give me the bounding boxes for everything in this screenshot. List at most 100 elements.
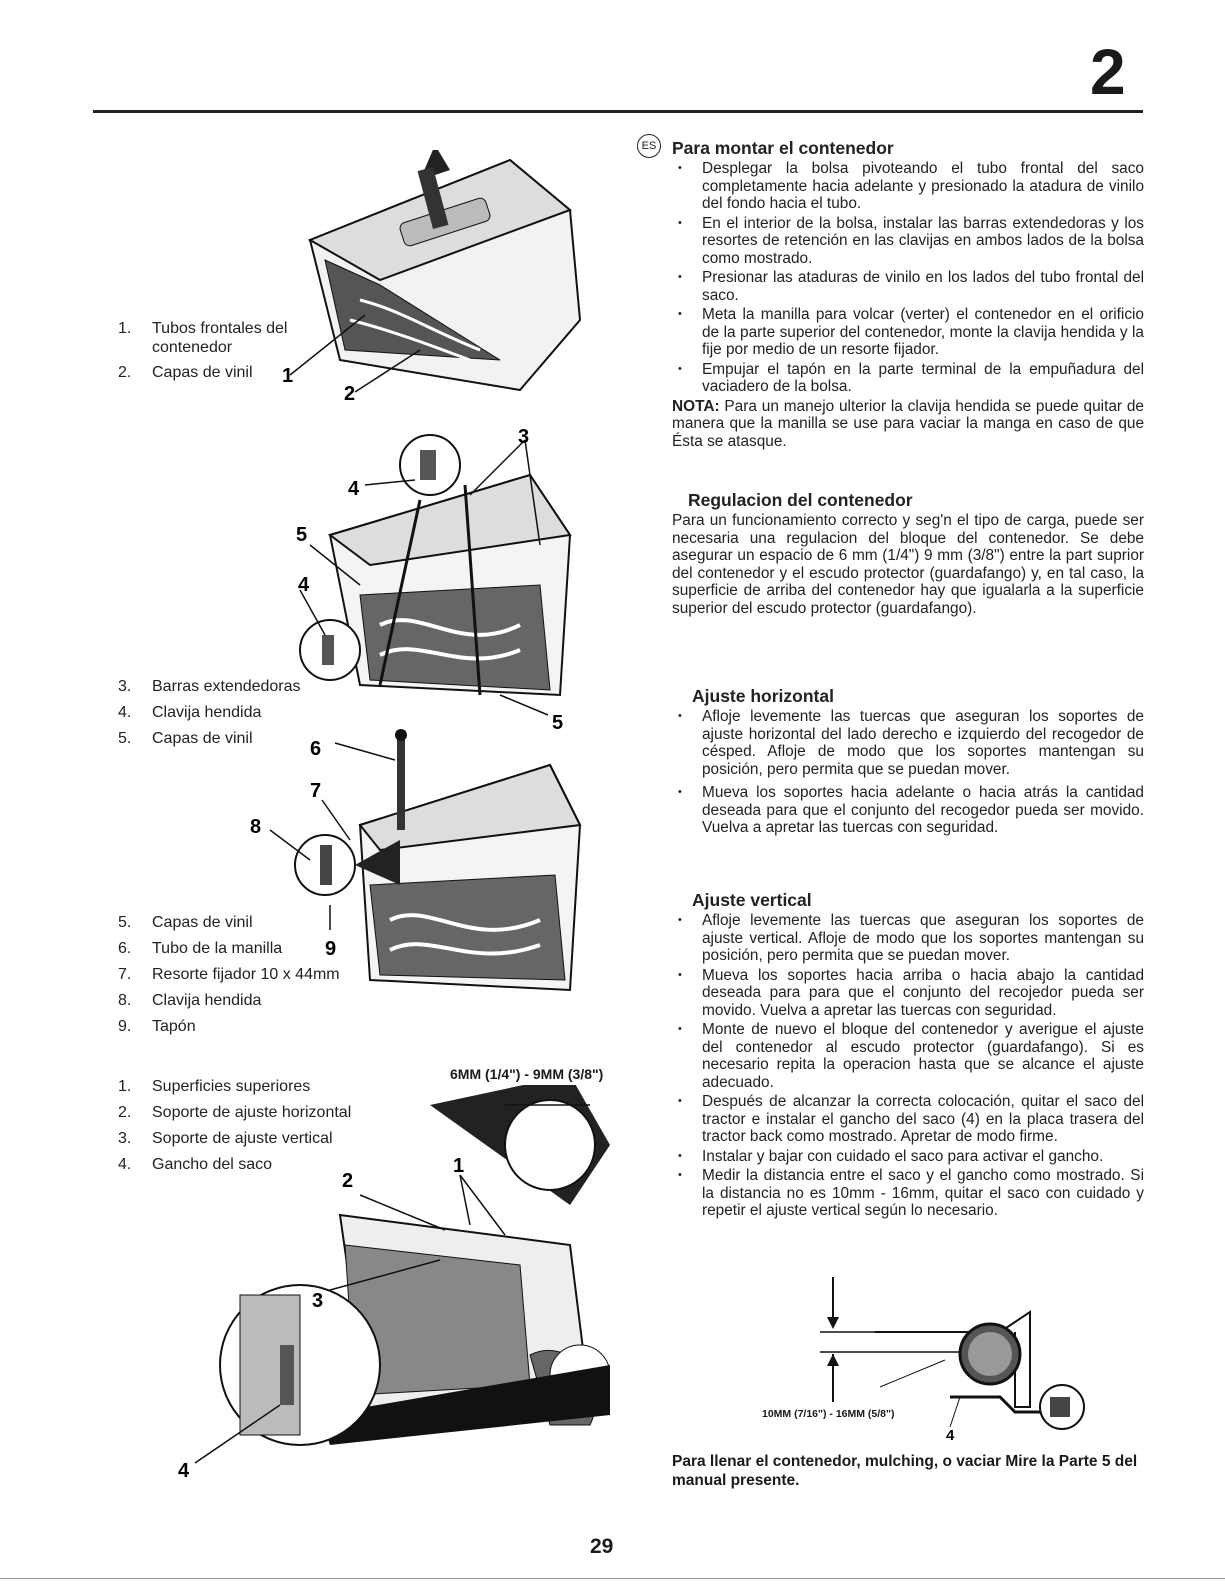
montar-steps: Desplegar la bolsa pivoteando el tubo fr… bbox=[672, 160, 1144, 396]
legend-item: 6. Tubo de la manilla bbox=[118, 936, 340, 962]
legend-text: Tapón bbox=[152, 1018, 196, 1035]
legend-num: 7. bbox=[118, 966, 132, 983]
legend-item: 4. Clavija hendida bbox=[118, 700, 301, 726]
callout-3: 3 bbox=[312, 1290, 323, 1312]
legend-text: Tubos frontales del bbox=[152, 320, 288, 337]
page-number: 29 bbox=[590, 1535, 614, 1558]
callout-3: 3 bbox=[518, 426, 529, 448]
list-item: Afloje levemente las tuercas que asegura… bbox=[672, 708, 1144, 778]
legend-text: Tubo de la manilla bbox=[152, 940, 283, 957]
figure-4-dimension: 6MM (1/4") - 9MM (3/8") bbox=[450, 1066, 604, 1082]
callout-4: 4 bbox=[178, 1460, 190, 1482]
legend-num: 4. bbox=[118, 704, 132, 721]
chapter-number: 2 bbox=[1090, 36, 1126, 108]
callout-1: 1 bbox=[453, 1155, 464, 1177]
horizontal-steps: Afloje levemente las tuercas que asegura… bbox=[672, 708, 1144, 837]
legend-continuation: contenedor bbox=[152, 339, 233, 356]
legend-item: 3. Soporte de ajuste vertical bbox=[118, 1126, 351, 1152]
legend-figure-3: 5. Capas de vinil 6. Tubo de la manilla 7.… bbox=[118, 910, 340, 1040]
legend-num: 3. bbox=[118, 678, 132, 695]
figure-hook-gap: 4 bbox=[820, 1277, 1085, 1442]
callout-4: 4 bbox=[348, 478, 360, 500]
final-note: Para llenar el contenedor, mulching, o v… bbox=[672, 1453, 1138, 1489]
list-item: Desplegar la bolsa pivoteando el tubo fr… bbox=[672, 160, 1144, 213]
legend-item: 2. Capas de vinil bbox=[118, 360, 287, 386]
legend-text: Clavija hendida bbox=[152, 992, 262, 1009]
legend-num: 2. bbox=[118, 364, 132, 381]
legend-num: 1. bbox=[118, 1078, 132, 1095]
list-item: Afloje levemente las tuercas que asegura… bbox=[672, 912, 1144, 965]
callout-6: 6 bbox=[310, 738, 321, 760]
legend-num: 3. bbox=[118, 1130, 132, 1147]
legend-text: Soporte de ajuste vertical bbox=[152, 1130, 333, 1147]
list-item: Mueva los soportes hacia adelante o haci… bbox=[672, 784, 1144, 837]
legend-text: Superficies superiores bbox=[152, 1078, 311, 1095]
legend-item: 9. Tapón bbox=[118, 1014, 340, 1040]
header-rule bbox=[93, 110, 1143, 113]
note: NOTA: Para un manejo ulterior la clavija… bbox=[672, 398, 1144, 451]
callout-4b: 4 bbox=[298, 574, 310, 596]
section-regulacion: Regulacion del contenedor Para un funcio… bbox=[672, 490, 1144, 617]
paragraph: Para un funcionamiento correcto y seg'n … bbox=[672, 512, 1144, 617]
legend-num: 1. bbox=[118, 320, 132, 337]
section-title: Ajuste horizontal bbox=[692, 686, 834, 706]
legend-num: 8. bbox=[118, 992, 132, 1009]
callout-5: 5 bbox=[296, 524, 307, 546]
legend-item: 2. Soporte de ajuste horizontal bbox=[118, 1100, 351, 1126]
section-vertical: Ajuste vertical Afloje levemente las tue… bbox=[672, 890, 1144, 1222]
legend-item: 1. Superficies superiores bbox=[118, 1074, 351, 1100]
figure-handle-tube: 6 7 8 9 bbox=[250, 729, 582, 992]
legend-num: 9. bbox=[118, 1018, 132, 1035]
section-montar: Para montar el contenedor Desplegar la b… bbox=[672, 138, 1144, 450]
callout-7: 7 bbox=[310, 780, 321, 802]
list-item: Empujar el tapón en la parte terminal de… bbox=[672, 361, 1144, 396]
legend-figure-2: 3.Barras extendedoras 4.Clavija hendida … bbox=[118, 674, 301, 752]
callout-1: 1 bbox=[282, 365, 293, 387]
callout-8: 8 bbox=[250, 816, 261, 838]
legend-num: 6. bbox=[118, 940, 132, 957]
legend-text: Resorte fijador 10 x 44mm bbox=[152, 966, 340, 983]
legend-num: 5. bbox=[118, 914, 132, 931]
vertical-steps: Afloje levemente las tuercas que asegura… bbox=[672, 912, 1144, 1220]
note-text: Para un manejo ulterior la clavija hendi… bbox=[672, 397, 1144, 450]
callout-4: 4 bbox=[946, 1427, 955, 1442]
list-item: Meta la manilla para volcar (verter) el … bbox=[672, 306, 1144, 359]
section-title: Ajuste vertical bbox=[692, 890, 812, 910]
section-title: Para montar el contenedor bbox=[672, 138, 894, 158]
callout-9: 9 bbox=[325, 938, 336, 960]
legend-num: 5. bbox=[118, 730, 132, 747]
legend-item: 8. Clavija hendida bbox=[118, 988, 340, 1014]
list-item: Después de alcanzar la correcta colocaci… bbox=[672, 1093, 1144, 1146]
callout-2: 2 bbox=[342, 1170, 353, 1192]
list-item: Medir la distancia entre el saco y el ga… bbox=[672, 1167, 1144, 1220]
legend-item: 7. Resorte fijador 10 x 44mm bbox=[118, 962, 340, 988]
list-item: Presionar las ataduras de vinilo en los … bbox=[672, 269, 1144, 304]
legend-text: Clavija hendida bbox=[152, 704, 262, 721]
legend-text: Capas de vinil bbox=[152, 364, 253, 381]
list-item: Monte de nuevo el bloque del contenedor … bbox=[672, 1021, 1144, 1091]
legend-num: 2. bbox=[118, 1104, 132, 1121]
legend-text: Capas de vinil bbox=[152, 914, 253, 931]
figure-5-dimension: 10MM (7/16") - 16MM (5/8") bbox=[762, 1408, 895, 1420]
legend-text: Barras extendedoras bbox=[152, 678, 301, 695]
legend-figure-1: 1. Tubos frontales del contenedor 2. Capas… bbox=[118, 316, 287, 386]
figure-bag-extension-bars: 3 4 5 4 5 bbox=[296, 426, 572, 730]
legend-num: 4. bbox=[118, 1156, 132, 1173]
list-item: Mueva los soportes hacia arriba o hacia … bbox=[672, 967, 1144, 1020]
legend-text: Capas de vinil bbox=[152, 730, 253, 747]
figure-bag-front-tubes: 1 2 bbox=[282, 150, 582, 405]
legend-text: Soporte de ajuste horizontal bbox=[152, 1104, 352, 1121]
language-badge: ES bbox=[637, 134, 661, 158]
legend-item: 5. Capas de vinil bbox=[118, 726, 301, 752]
footer-rule bbox=[0, 1578, 1225, 1579]
note-label: NOTA: bbox=[672, 397, 720, 415]
legend-figure-4: 1. Superficies superiores 2. Soporte de aj… bbox=[118, 1074, 351, 1178]
legend-item: 3. Barras extendedoras bbox=[118, 674, 301, 700]
legend-text: Gancho del saco bbox=[152, 1156, 273, 1173]
list-item: En el interior de la bolsa, instalar las… bbox=[672, 215, 1144, 268]
callout-5b: 5 bbox=[552, 712, 563, 730]
callout-2: 2 bbox=[344, 383, 355, 405]
legend-item: 1. Tubos frontales del bbox=[118, 316, 287, 342]
figure-tractor-adjustment: 1 2 3 4 bbox=[178, 1085, 610, 1482]
section-horizontal: Ajuste horizontal Afloje levemente las t… bbox=[672, 686, 1144, 839]
